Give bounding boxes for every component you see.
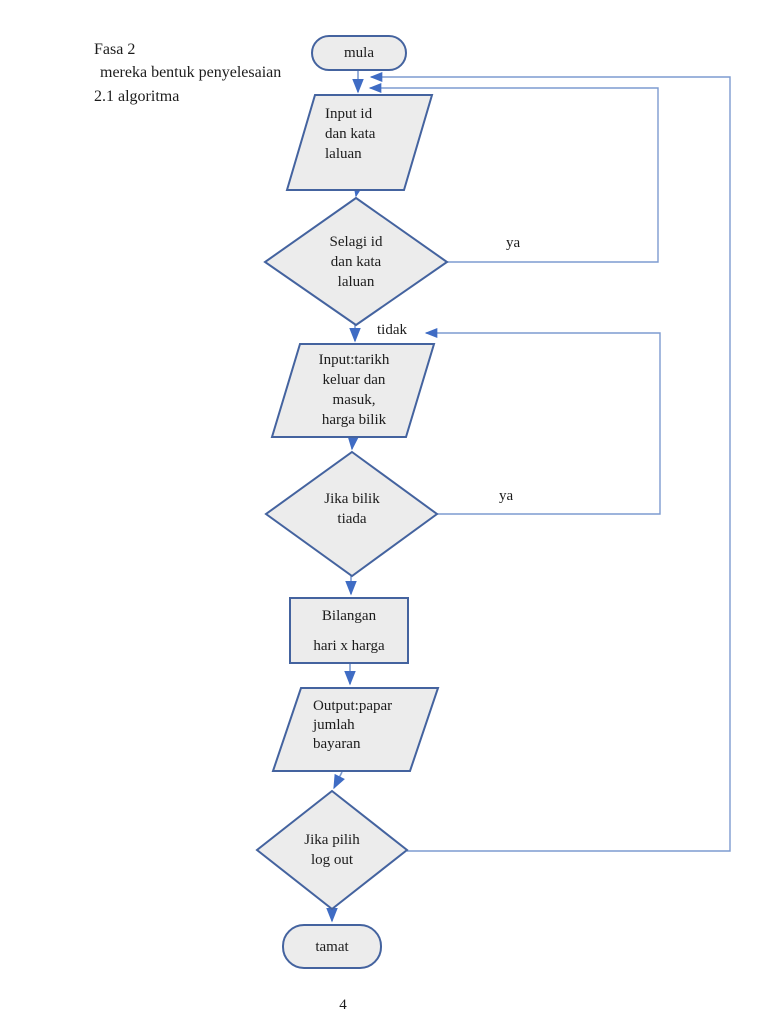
loop-connector-ya-room (424, 327, 661, 515)
input-login-parallelogram (285, 94, 434, 191)
heading-fasa: Fasa 2 (94, 41, 136, 58)
end-label: tamat (315, 938, 349, 955)
start-terminator-shape (311, 35, 407, 71)
connector-output-to-decision-logout (333, 771, 345, 790)
page-number: 4 (339, 997, 347, 1013)
connector-input-dates-to-decision-room (347, 435, 359, 451)
process-calc-rectangle (289, 597, 409, 664)
loop-connector-logout-restart (369, 71, 731, 852)
end-terminator-shape (282, 924, 382, 969)
decision-login-diamond (263, 196, 449, 327)
edge-label-ya-login: ya (506, 235, 521, 251)
heading-algoritma: 2.1 algoritma (94, 88, 180, 105)
edge-label-tidak: tidak (377, 322, 407, 338)
connector-input-login-to-decision-login (352, 182, 365, 198)
input-login-label: Input id dan kata laluan (325, 106, 376, 162)
decision-room-label: Jika bilik tiada (324, 491, 380, 527)
input-dates-parallelogram (270, 343, 436, 438)
output-total-parallelogram (271, 687, 440, 772)
input-dates-label: Input:tarikh keluar dan masuk, harga bil… (318, 352, 390, 428)
decision-logout-label: Jika pilih log out (304, 832, 360, 868)
start-label: mula (344, 45, 374, 61)
output-total-label: Output:papar jumlah bayaran (313, 698, 393, 752)
decision-login-label: Selagi id dan kata laluan (329, 234, 383, 290)
heading-mereka-bentuk: mereka bentuk penyelesaian (100, 64, 282, 81)
decision-logout-diamond (255, 789, 409, 911)
decision-room-diamond (264, 450, 439, 578)
process-calc-label: Bilangan hari x harga (313, 608, 385, 654)
edge-label-ya-room: ya (499, 488, 514, 504)
loop-connector-ya-login (368, 82, 659, 263)
